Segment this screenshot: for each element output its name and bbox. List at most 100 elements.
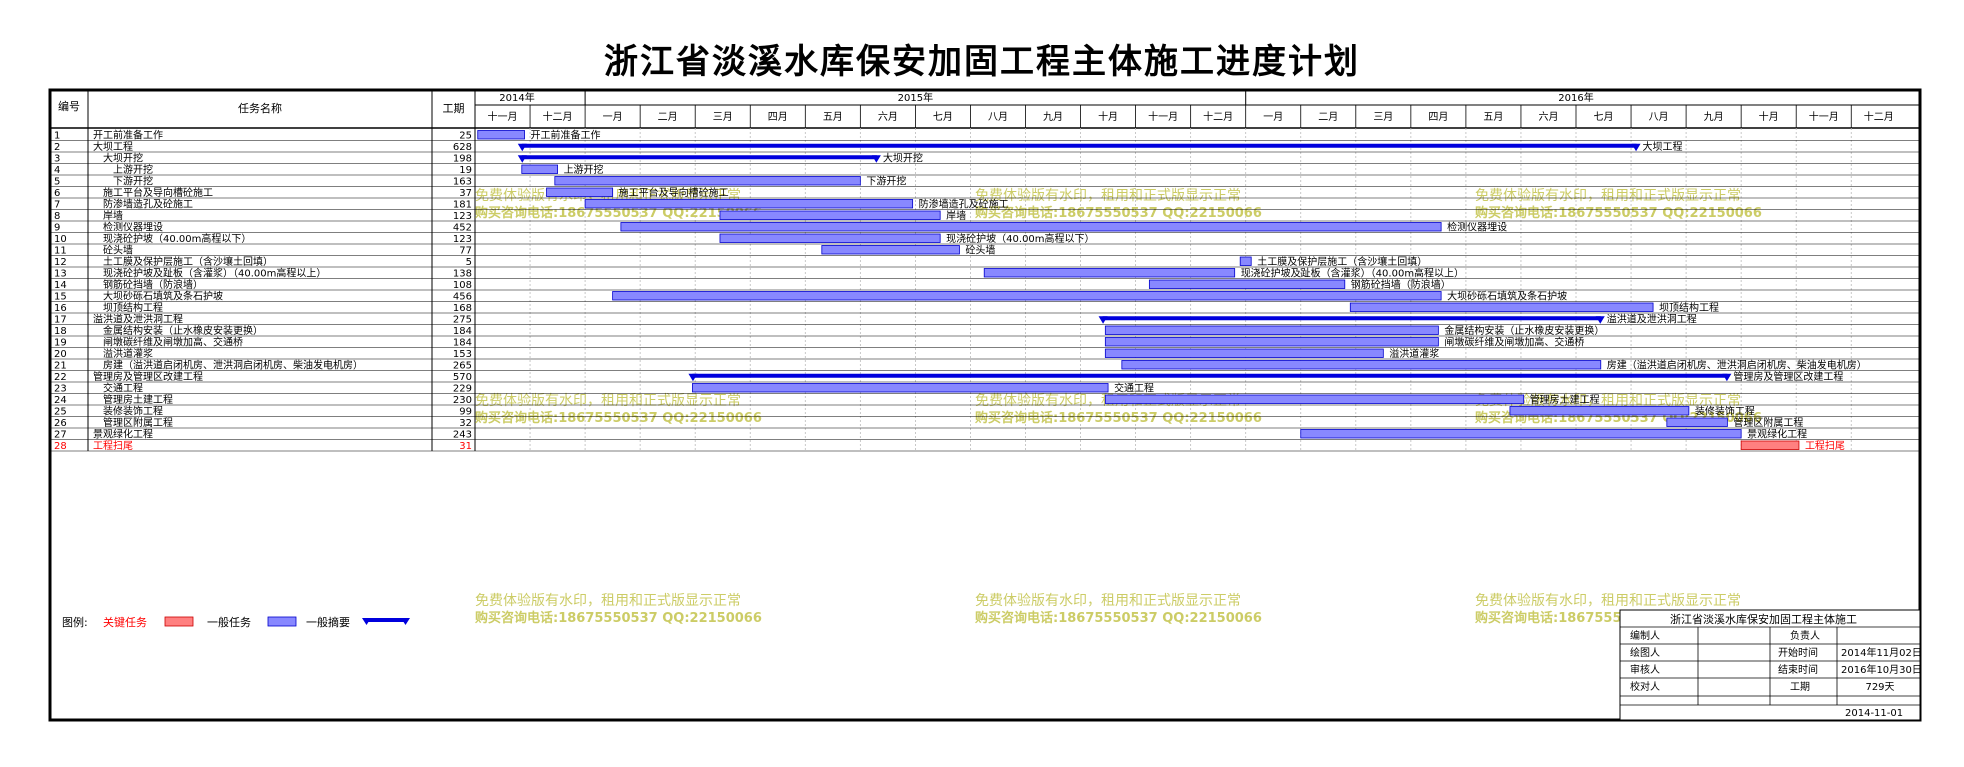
header-id: 编号 (58, 99, 80, 113)
task-name: 景观绿化工程 (93, 428, 153, 441)
watermark-line: 购买咨询电话:18675550537 QQ:22150066 (975, 610, 1262, 626)
task-duration: 32 (459, 418, 472, 429)
summary-bar-end-cap (1722, 373, 1732, 382)
task-duration: 5 (466, 257, 472, 268)
month-label: 七月 (933, 111, 953, 123)
task-name: 土工膜及保护层施工（含沙壤土回填） (103, 255, 273, 268)
task-name: 闸墩碳纤维及闸墩加高、交通桥 (103, 336, 243, 349)
month-label: 一月 (603, 111, 623, 123)
task-name: 现浇砼护坡（40.00m高程以下） (103, 232, 251, 245)
summary-bar-end-cap (1595, 316, 1605, 324)
task-duration: 243 (453, 430, 472, 441)
task-duration: 452 (453, 223, 472, 234)
task-bar-label: 岸墙 (946, 209, 966, 222)
task-duration: 456 (453, 292, 472, 303)
task-bar (1239, 256, 1252, 266)
task-id: 14 (54, 280, 67, 291)
task-name: 交通工程 (103, 382, 143, 395)
task-duration: 184 (453, 326, 472, 337)
task-name: 装修装饰工程 (103, 405, 163, 418)
task-bar (1104, 337, 1439, 347)
task-bar (692, 383, 1109, 393)
task-bar (584, 199, 914, 209)
task-name: 开工前准备工作 (93, 129, 163, 142)
task-name: 金属结构安装（止水橡皮安装更换） (103, 324, 263, 337)
info-end-value: 2016年10月30日 (1841, 663, 1922, 676)
task-bar-label: 大坝工程 (1643, 140, 1683, 153)
month-label: 十二月 (543, 110, 573, 123)
task-name: 下游开挖 (113, 175, 153, 188)
task-name: 管理区附属工程 (103, 416, 173, 429)
summary-bar-start-cap (517, 155, 527, 163)
month-label: 四月 (1428, 111, 1448, 123)
task-duration: 229 (453, 384, 472, 395)
legend-critical-swatch (164, 616, 194, 627)
task-duration: 25 (459, 131, 472, 142)
task-duration: 570 (453, 372, 472, 383)
task-duration: 275 (453, 315, 472, 326)
task-bar (1148, 279, 1346, 289)
task-bar-label: 开工前准备工作 (531, 129, 601, 142)
year-label: 2016年 (1558, 91, 1593, 104)
task-name: 现浇砼护坡及趾板（含灌浆）（40.00m高程以上） (103, 267, 326, 280)
task-id: 7 (54, 200, 60, 211)
watermark-line: 免费体验版有水印，租用和正式版显示正常 (975, 188, 1241, 204)
info-duration-value: 729天 (1865, 682, 1894, 693)
task-bar (546, 187, 614, 197)
info-title: 浙江省淡溪水库保安加固工程主体施工 (1670, 612, 1857, 626)
task-bar-label: 溢洪道灌浆 (1389, 347, 1439, 360)
summary-bar-end-cap (1631, 143, 1641, 152)
summary-bar (521, 143, 1637, 148)
task-duration: 108 (453, 280, 472, 291)
legend-summary-label: 一般摘要 (306, 615, 350, 629)
month-label: 十二月 (1203, 110, 1233, 123)
task-id: 1 (54, 131, 60, 142)
task-bar-label: 金属结构安装（止水橡皮安装更换） (1444, 324, 1604, 337)
task-bar (821, 245, 960, 255)
task-id: 23 (54, 384, 67, 395)
task-bar-label: 管理房土建工程 (1530, 393, 1600, 406)
watermark-line: 免费体验版有水印，租用和正式版显示正常 (475, 593, 741, 609)
task-name: 施工平台及导向槽砼施工 (103, 186, 213, 199)
watermark-line: 免费体验版有水印，租用和正式版显示正常 (475, 393, 741, 409)
task-name: 管理房土建工程 (103, 393, 173, 406)
legend-summary-swatch (366, 618, 406, 622)
header-duration: 工期 (443, 102, 465, 115)
task-bar-label: 管理房及管理区改建工程 (1733, 370, 1843, 383)
month-label: 五月 (1483, 111, 1503, 123)
task-bar-label: 现浇砼护坡（40.00m高程以下） (946, 232, 1094, 245)
summary-bar-start-cap (688, 373, 698, 382)
task-bar (554, 176, 861, 186)
task-bar-label: 大坝开挖 (883, 152, 923, 165)
task-name: 检测仪器埋设 (103, 221, 163, 234)
info-checker-label: 校对人 (1630, 680, 1660, 693)
task-id: 13 (54, 269, 67, 280)
info-owner-label: 负责人 (1790, 629, 1820, 642)
header-task-name: 任务名称 (238, 101, 282, 115)
task-id: 26 (54, 418, 67, 429)
task-duration: 265 (453, 361, 472, 372)
task-duration: 198 (453, 154, 472, 165)
month-label: 十月 (1098, 110, 1118, 123)
task-bar-label: 检测仪器埋设 (1447, 221, 1507, 234)
task-bar (1349, 302, 1654, 312)
page-title: 浙江省淡溪水库保安加固工程主体施工进度计划 (604, 42, 1360, 82)
task-bar (620, 222, 1442, 232)
task-name: 管理房及管理区改建工程 (93, 370, 203, 383)
task-bar-label: 交通工程 (1114, 382, 1154, 395)
month-label: 十一月 (488, 110, 518, 123)
legend-normal-swatch (267, 616, 297, 627)
task-bar-label: 房建（溢洪道启闭机房、泄洪洞启闭机房、柴油发电机房） (1607, 359, 1867, 372)
watermark-line: 免费体验版有水印，租用和正式版显示正常 (975, 593, 1241, 609)
month-label: 六月 (1538, 111, 1558, 123)
legend-label: 图例: (62, 615, 88, 629)
task-id: 15 (54, 292, 67, 303)
task-duration: 138 (453, 269, 472, 280)
legend-summary-cap (401, 618, 410, 625)
task-duration: 31 (459, 441, 472, 452)
task-bar-label: 上游开挖 (564, 163, 604, 176)
task-name: 大坝工程 (93, 140, 133, 153)
month-label: 十一月 (1148, 110, 1178, 123)
summary-bar (1102, 316, 1601, 321)
task-bar (1666, 417, 1728, 427)
